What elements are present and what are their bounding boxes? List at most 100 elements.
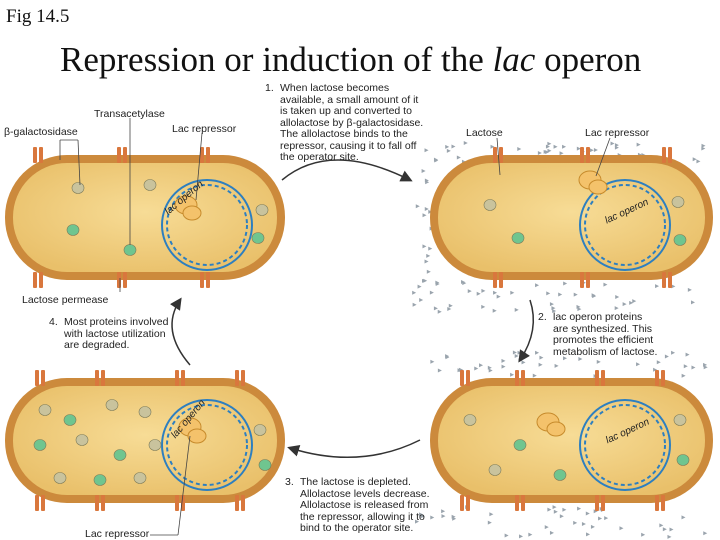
lactose-molecule bbox=[576, 146, 581, 151]
cell-repressed bbox=[5, 155, 285, 280]
lactose-molecule bbox=[573, 520, 578, 525]
permease-channel bbox=[200, 147, 204, 163]
lactose-molecule bbox=[435, 282, 440, 287]
cycle-arrow bbox=[170, 297, 191, 366]
permease-channel bbox=[41, 495, 45, 511]
lactose-molecule bbox=[419, 298, 424, 303]
lactose-molecule bbox=[535, 283, 540, 288]
lactose-molecule bbox=[451, 144, 456, 149]
lactose-molecule bbox=[696, 159, 701, 164]
lactose-molecule bbox=[551, 306, 556, 311]
lactose-molecule bbox=[604, 516, 609, 521]
lactose-molecule bbox=[655, 284, 660, 289]
permease-channel bbox=[668, 147, 672, 163]
protein bbox=[676, 454, 690, 466]
lactose-molecule bbox=[428, 246, 433, 251]
protein bbox=[463, 414, 477, 426]
permease-channel bbox=[595, 370, 599, 386]
lactose-molecule bbox=[441, 509, 446, 514]
lactose-molecule bbox=[521, 360, 526, 365]
lactose-molecule bbox=[685, 352, 690, 357]
permease-channel bbox=[41, 370, 45, 386]
lactose-molecule bbox=[504, 533, 509, 538]
lactose-molecule bbox=[636, 362, 641, 367]
lactose-molecule bbox=[424, 206, 429, 211]
lactose-molecule bbox=[538, 362, 543, 367]
figure-label: Fig 14.5 bbox=[6, 6, 70, 27]
lactose-molecule bbox=[489, 512, 494, 517]
permease-channel bbox=[661, 370, 665, 386]
lactose-molecule bbox=[434, 158, 439, 163]
lactose-molecule bbox=[437, 368, 442, 373]
lactose-molecule bbox=[636, 142, 641, 147]
permease-channel bbox=[521, 370, 525, 386]
permease-channel bbox=[206, 147, 210, 163]
permease-channel bbox=[655, 495, 659, 511]
protein bbox=[33, 439, 47, 451]
lactose-molecule bbox=[424, 148, 429, 153]
lac-repressor-shape bbox=[174, 195, 202, 221]
lactose-molecule bbox=[577, 307, 582, 312]
protein bbox=[105, 399, 119, 411]
protein bbox=[143, 179, 157, 191]
lactose-molecule bbox=[662, 527, 667, 532]
lactose-molecule bbox=[476, 291, 481, 296]
step-3: 3. The lactose is depleted.Allolactose l… bbox=[285, 476, 430, 534]
lactose-molecule bbox=[593, 148, 598, 153]
lactose-molecule bbox=[549, 302, 554, 307]
lactose-molecule bbox=[590, 524, 595, 529]
lactose-molecule bbox=[687, 287, 692, 292]
permease-channel bbox=[235, 495, 239, 511]
permease-channel bbox=[586, 272, 590, 288]
permease-channel bbox=[241, 495, 245, 511]
lactose-molecule bbox=[537, 151, 542, 156]
lactose-molecule bbox=[412, 290, 417, 295]
lactose-molecule bbox=[581, 522, 586, 527]
lactose-molecule bbox=[437, 309, 442, 314]
lactose-molecule bbox=[667, 534, 672, 539]
lactose-molecule bbox=[558, 292, 563, 297]
protein bbox=[93, 474, 107, 486]
lactose-molecule bbox=[519, 534, 524, 539]
permease-channel bbox=[39, 147, 43, 163]
permease-channel bbox=[601, 495, 605, 511]
lactose-molecule bbox=[614, 306, 619, 311]
protein bbox=[63, 414, 77, 426]
lactose-molecule bbox=[552, 309, 557, 314]
lactose-molecule bbox=[487, 365, 492, 370]
permease-channel bbox=[33, 272, 37, 288]
protein bbox=[483, 199, 497, 211]
permease-channel bbox=[200, 272, 204, 288]
protein bbox=[133, 472, 147, 484]
lactose-molecule bbox=[422, 213, 427, 218]
lactose-molecule bbox=[552, 505, 557, 510]
protein bbox=[255, 204, 269, 216]
lactose-molecule bbox=[445, 144, 450, 149]
lac-repressor-shape bbox=[578, 170, 608, 195]
lactose-molecule bbox=[448, 303, 453, 308]
permease-channel bbox=[499, 147, 503, 163]
protein bbox=[148, 439, 162, 451]
protein bbox=[66, 224, 80, 236]
permease-channel bbox=[595, 495, 599, 511]
lactose-permease-label: Lactose permease bbox=[22, 294, 109, 306]
cycle-arrow bbox=[287, 439, 421, 459]
permease-channel bbox=[466, 495, 470, 511]
protein bbox=[513, 439, 527, 451]
lactose-molecule bbox=[528, 532, 533, 537]
lactose-molecule bbox=[493, 290, 498, 295]
lactose-molecule bbox=[514, 353, 519, 358]
lactose-molecule bbox=[467, 289, 472, 294]
lactose-molecule bbox=[424, 259, 429, 264]
lactose-molecule bbox=[622, 302, 627, 307]
lactose-molecule bbox=[447, 306, 452, 311]
permease-channel bbox=[460, 495, 464, 511]
lactose-molecule bbox=[577, 506, 582, 511]
permease-channel bbox=[101, 370, 105, 386]
lactose-molecule bbox=[681, 515, 686, 520]
lactose-molecule bbox=[501, 358, 506, 363]
lactose-molecule bbox=[573, 292, 578, 297]
lactose-molecule bbox=[547, 148, 552, 153]
lactose-molecule bbox=[514, 307, 519, 312]
lac-repressor-label: Lac repressor bbox=[85, 528, 150, 540]
